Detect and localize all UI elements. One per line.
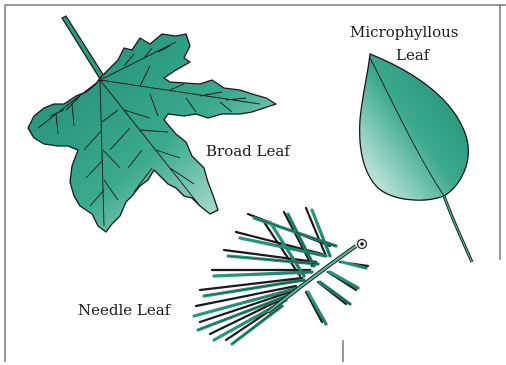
broad-leaf-label: Broad Leaf [206, 141, 290, 161]
broad-leaf-illustration [28, 16, 276, 232]
microphyllous-leaf-label-line1: Microphyllous [350, 22, 458, 42]
needle-leaf-illustration [194, 208, 368, 344]
needle-leaf-label: Needle Leaf [78, 300, 170, 320]
microphyllous-leaf-label-line2: Leaf [396, 45, 429, 65]
microphyllous-leaf-illustration [360, 54, 472, 262]
